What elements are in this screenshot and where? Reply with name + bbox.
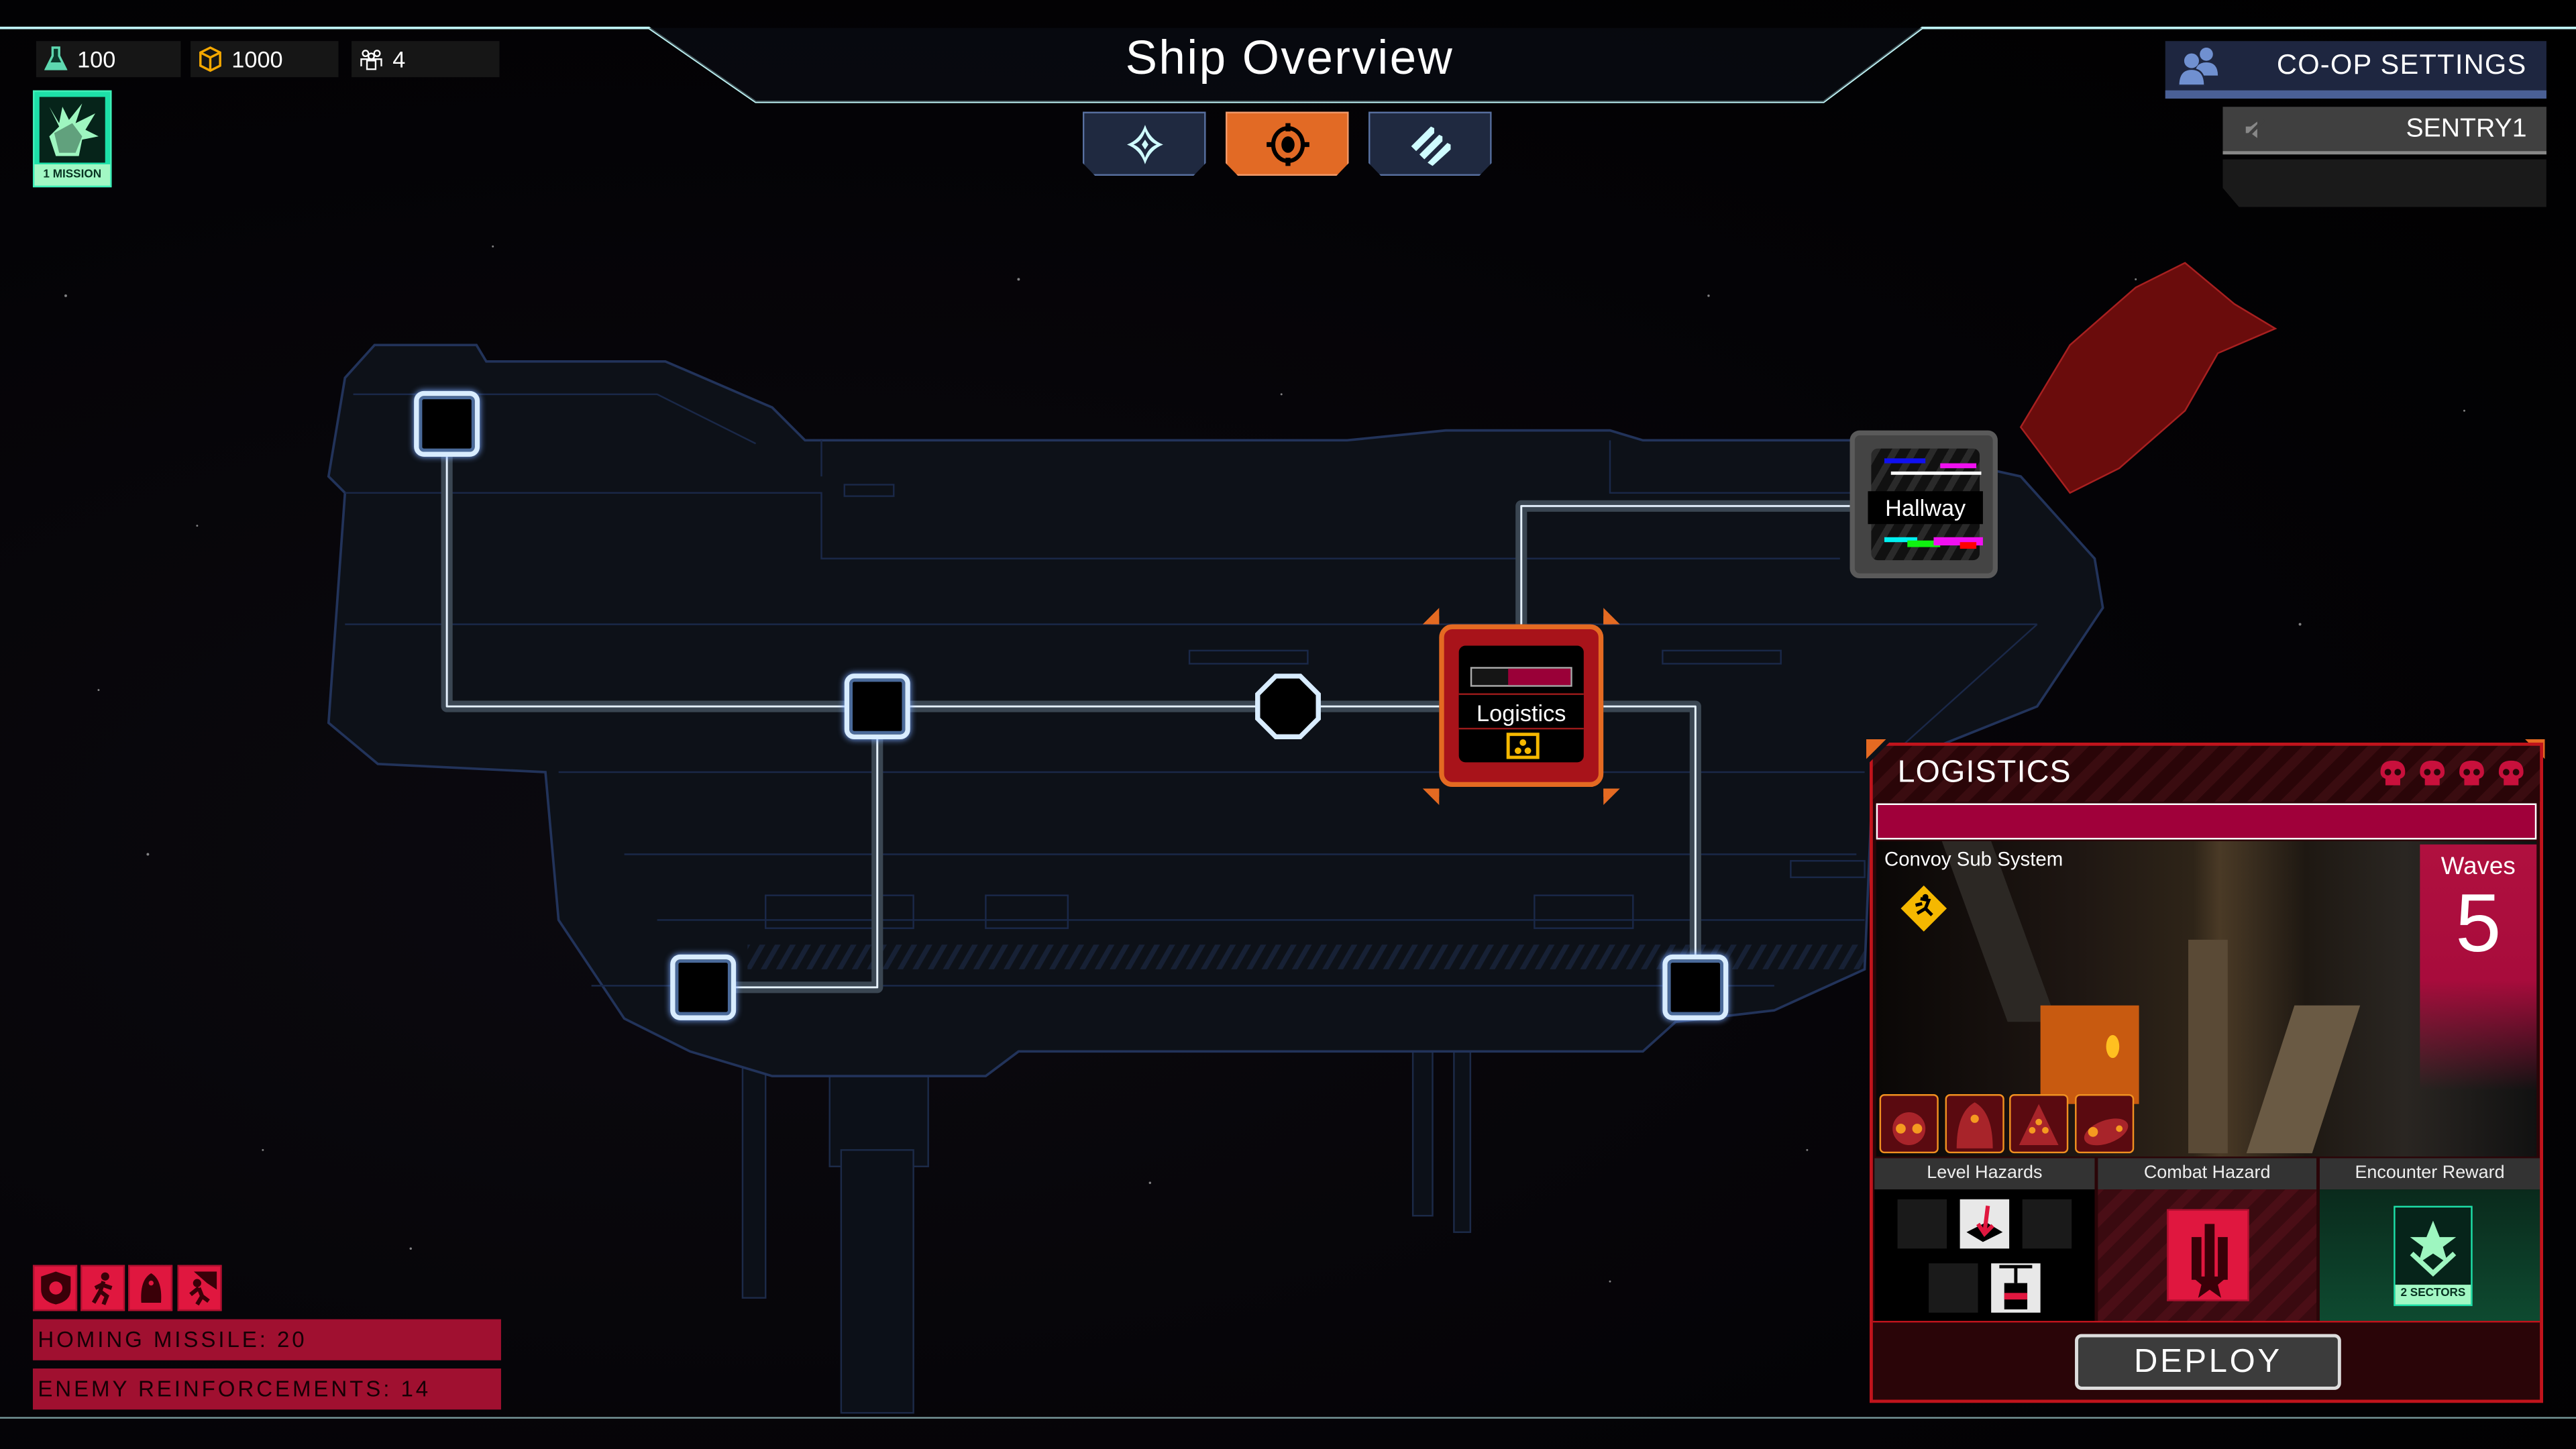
combat-hazard: [2098, 1189, 2317, 1321]
coop-settings-label: CO-OP SETTINGS: [2276, 49, 2527, 81]
mission-art-icon: [39, 97, 105, 163]
diamond-icon: [1126, 123, 1163, 164]
encounter-reward: 2 SECTORS: [2319, 1189, 2540, 1321]
resource-science: 100: [36, 41, 181, 78]
skull-icon: [2497, 759, 2525, 788]
reward-card[interactable]: 2 SECTORS: [2394, 1205, 2473, 1306]
panel-title: LOGISTICS: [1897, 755, 2072, 790]
running-man-icon: [80, 1265, 125, 1311]
skull-icon: [2418, 759, 2447, 788]
map-node-logistics[interactable]: Logistics: [1439, 624, 1604, 788]
node-label: Hallway: [1868, 491, 1983, 525]
player-name: SENTRY1: [2406, 114, 2527, 142]
map-node-octagon[interactable]: [1255, 674, 1321, 740]
map-node[interactable]: [414, 390, 480, 457]
hazard-tile[interactable]: [1929, 1263, 1978, 1313]
mission-card[interactable]: 1 MISSION: [32, 90, 112, 188]
starfield: [64, 245, 2465, 1283]
resource-value: 4: [392, 46, 406, 72]
resource-value: 1000: [231, 46, 283, 72]
convoy-icon: [1506, 733, 1540, 759]
flask-icon: [44, 46, 68, 70]
section-header: Encounter Reward: [2319, 1158, 2540, 1190]
skull-shield-icon: [32, 1265, 78, 1311]
enemy-type-icon: [1945, 1094, 2004, 1154]
node-label: Logistics: [1458, 693, 1584, 730]
waves-count: 5: [2455, 877, 2502, 969]
crosshair-icon: [1265, 122, 1309, 166]
cube-icon: [199, 46, 221, 72]
selection-corner: [1422, 788, 1440, 806]
section-header: Combat Hazard: [2098, 1158, 2317, 1190]
objective-escort-icon: [1900, 885, 1947, 932]
modifier-line: HOMING MISSILE: 20: [32, 1319, 501, 1360]
map-node-hallway[interactable]: Hallway: [1849, 430, 1998, 579]
page-title: Ship Overview: [1125, 32, 1454, 86]
enemy-ship: [2019, 262, 2277, 494]
hazard-tile[interactable]: [2022, 1199, 2072, 1249]
selection-corner: [1422, 608, 1440, 625]
hooded-figure-icon: [128, 1265, 173, 1311]
waves-label: Waves: [2440, 853, 2516, 881]
muted-speaker-icon[interactable]: [2243, 117, 2265, 140]
hazard-drop-icon[interactable]: [1960, 1199, 2010, 1249]
hazard-crusher-icon[interactable]: [1991, 1263, 2041, 1313]
logistics-progress-bar: [1470, 667, 1572, 687]
map-node[interactable]: [670, 954, 737, 1020]
mission-panel: LOGISTICS Convoy Sub System Waves 5 Leve…: [1869, 742, 2544, 1403]
ammo-icon: [1410, 125, 1450, 166]
tab-targets[interactable]: [1225, 111, 1349, 176]
map-node[interactable]: [844, 674, 910, 740]
star-reward-icon: [2410, 1220, 2457, 1277]
hazard-tile[interactable]: [1897, 1199, 1947, 1249]
tab-ammo[interactable]: [1368, 111, 1492, 176]
enemy-type-icon: [2075, 1094, 2135, 1154]
resource-value: 100: [77, 46, 116, 72]
player-slot[interactable]: SENTRY1: [2222, 107, 2546, 155]
map-node[interactable]: [1662, 954, 1729, 1020]
reward-label: 2 SECTORS: [2395, 1285, 2471, 1305]
enemy-type-icon: [2009, 1094, 2069, 1154]
panel-progress-bar: [1876, 803, 2537, 840]
resource-crew: 4: [352, 41, 500, 78]
coop-settings-button[interactable]: CO-OP SETTINGS: [2165, 41, 2546, 99]
falling-man-icon: [177, 1265, 222, 1311]
missile-hazard-icon[interactable]: [2167, 1209, 2249, 1301]
empty-player-slot[interactable]: [2222, 159, 2546, 207]
level-hazards: [1874, 1189, 2095, 1321]
skull-icon: [2458, 759, 2486, 788]
modifier-line: ENEMY REINFORCEMENTS: 14: [32, 1368, 501, 1410]
people-icon: [360, 50, 382, 70]
enemy-type-icon: [1879, 1094, 1939, 1154]
section-header: Level Hazards: [1874, 1158, 2095, 1190]
deploy-button[interactable]: DEPLOY: [2075, 1334, 2341, 1390]
coop-people-icon: [2178, 48, 2218, 86]
selection-corner: [1603, 608, 1620, 625]
mission-count-label: 1 MISSION: [34, 164, 111, 186]
selection-corner: [1603, 788, 1620, 806]
waves-box: Waves 5: [2420, 844, 2537, 1091]
panel-corner: [1866, 739, 1886, 759]
tab-objectives[interactable]: [1082, 111, 1206, 176]
skull-icon: [2379, 759, 2407, 788]
panel-subtitle: Convoy Sub System: [1884, 847, 2063, 871]
resource-scrap: 1000: [191, 41, 339, 78]
